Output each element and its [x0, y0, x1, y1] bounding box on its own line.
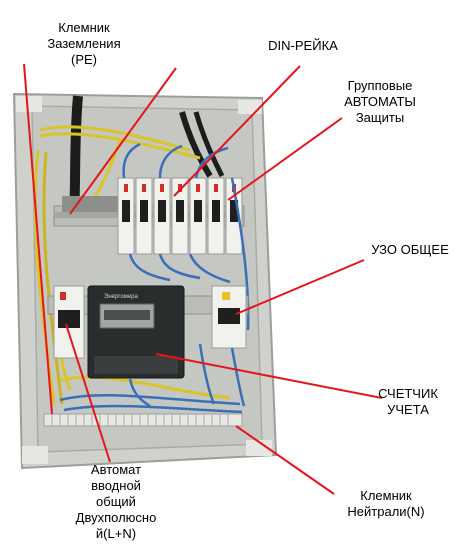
pointer-din-rail — [173, 65, 301, 197]
breaker-indicator — [196, 184, 200, 192]
label-line: УЗО ОБЩЕЕ — [371, 242, 449, 257]
ground-wire — [42, 151, 64, 405]
enclosure-inner — [31, 105, 263, 453]
lower-wire — [59, 394, 241, 406]
label-main-breaker: Автомат вводной общий Двухполюсно й(L+N) — [74, 462, 158, 542]
pointer-group-breakers — [227, 117, 343, 201]
phase-wire — [122, 142, 141, 179]
label-line: Клемник — [58, 20, 110, 35]
pointer-ground-terminal-upper — [69, 67, 177, 215]
breaker-toggle — [212, 200, 220, 222]
label-line: DIN-РЕЙКА — [268, 38, 338, 53]
label-line: Двухполюсно — [75, 510, 157, 525]
rcd-toggle — [218, 308, 240, 324]
terminal-strip — [43, 413, 243, 427]
lower-wire — [128, 377, 151, 408]
breaker-toggle — [176, 200, 184, 222]
breaker-indicator — [178, 184, 182, 192]
label-line: (PE) — [71, 52, 97, 67]
breaker-toggle — [230, 200, 238, 222]
rcd-test-button — [222, 292, 230, 300]
pointer-rcd — [235, 259, 365, 315]
label-line: Групповые — [347, 78, 413, 93]
label-line: УЧЕТА — [387, 402, 429, 417]
main-breaker-indicator — [60, 292, 66, 300]
label-line: Автомат — [90, 462, 142, 477]
corner-bracket — [22, 446, 48, 464]
pointer-lines — [23, 63, 383, 495]
label-neutral-terminal: Клемник Нейтрали(N) — [336, 488, 436, 520]
breaker-indicator — [214, 184, 218, 192]
corner-bracket — [238, 100, 262, 114]
ground-wire — [39, 132, 201, 160]
ground-terminal-bar — [62, 196, 124, 212]
label-meter: СЧЕТЧИК УЧЕТА — [366, 386, 450, 418]
ground-wire — [39, 125, 191, 152]
lower-wire — [198, 343, 216, 405]
pointer-meter — [155, 353, 383, 399]
phase-wire — [188, 253, 231, 284]
phase-wire — [194, 146, 229, 179]
pointer-neutral-terminal — [235, 425, 335, 495]
label-din-rail: DIN-РЕЙКА — [248, 38, 358, 54]
label-line: Клемник — [360, 488, 412, 503]
phase-wire — [158, 253, 201, 280]
breaker-indicator — [160, 184, 164, 192]
corner-bracket — [246, 440, 272, 456]
ground-wire — [59, 375, 231, 400]
meter-display-digits — [104, 310, 150, 320]
meter-terminal-cover — [94, 356, 178, 374]
meter-brand-text: Энергомера — [104, 294, 138, 300]
phase-wire — [158, 144, 183, 179]
label-line: вводной — [91, 478, 141, 493]
breaker-indicator — [124, 184, 128, 192]
breaker-toggle — [194, 200, 202, 222]
phase-wire — [128, 253, 171, 282]
label-rcd: УЗО ОБЩЕЕ — [360, 242, 460, 258]
label-line: Заземления — [47, 36, 121, 51]
label-line: Защиты — [355, 110, 405, 125]
pointer-main-breaker — [65, 323, 111, 463]
lower-wire — [230, 347, 246, 407]
label-ground-terminal: Клемник Заземления (PE) — [38, 20, 130, 68]
terminal-strip-slots — [51, 414, 229, 426]
label-group-breakers: Групповые АВТОМАТЫ Защиты — [330, 78, 430, 126]
label-line: й(L+N) — [95, 526, 137, 541]
main-breaker-toggle — [58, 310, 80, 328]
input-cable — [193, 111, 225, 178]
input-cable — [179, 111, 213, 178]
corner-bracket — [16, 96, 42, 112]
label-line: АВТОМАТЫ — [344, 94, 416, 109]
breaker-indicator — [142, 184, 146, 192]
breaker-toggle — [140, 200, 148, 222]
label-line: общий — [96, 494, 136, 509]
label-line: Нейтрали(N) — [347, 504, 425, 519]
group-breakers — [117, 177, 243, 255]
breaker-toggle — [122, 200, 130, 222]
label-line: СЧЕТЧИК — [378, 386, 438, 401]
breaker-toggle — [158, 200, 166, 222]
pointer-ground-terminal — [23, 63, 53, 415]
lower-wire — [63, 404, 243, 414]
